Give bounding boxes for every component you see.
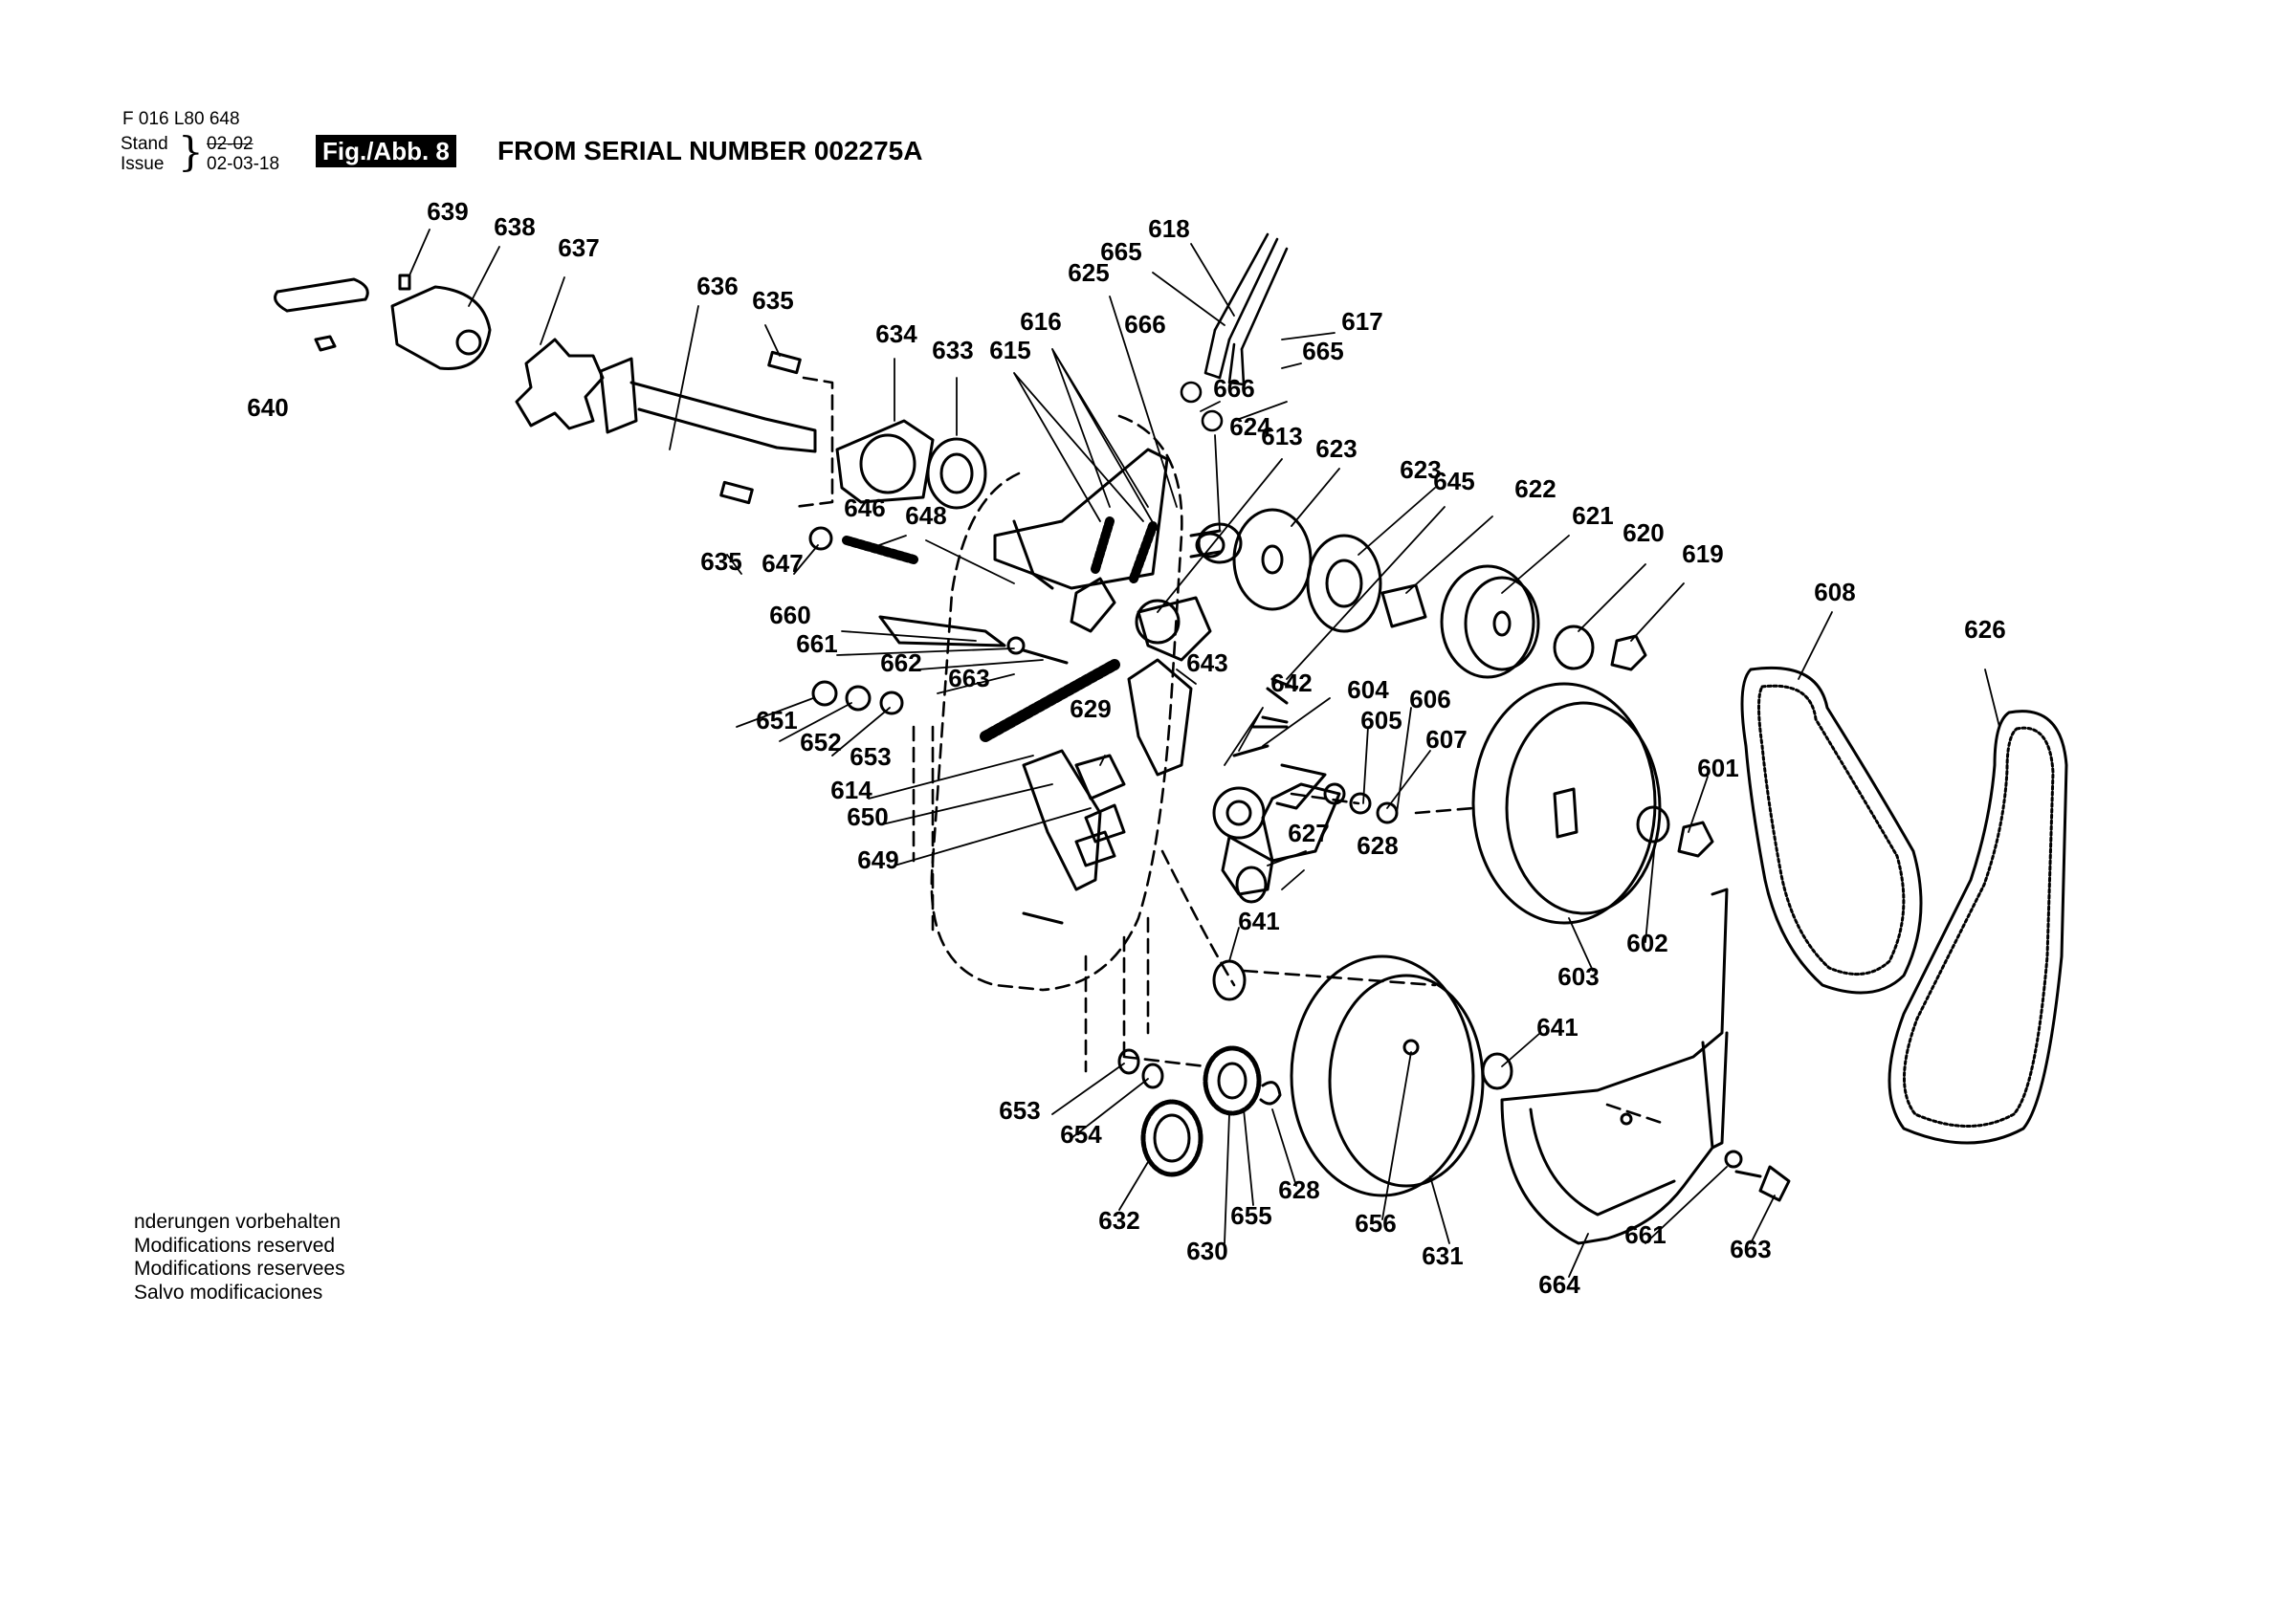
part-label-653: 653: [999, 1096, 1040, 1125]
part-label-666: 666: [1124, 310, 1165, 339]
belt-608: [1740, 666, 1923, 995]
part-label-630: 630: [1186, 1237, 1227, 1265]
footer-note: Modifications reserved: [134, 1234, 336, 1257]
document-number: F 016 L80 648: [122, 109, 240, 129]
spring-set: [842, 516, 1158, 742]
part-label-615: 615: [989, 336, 1030, 364]
idler-pulleys: [1197, 508, 1647, 679]
footer-note: Modifications reservees: [134, 1258, 345, 1280]
part-label-666: 666: [1213, 374, 1254, 403]
part-label-663: 663: [948, 664, 989, 692]
belt-guard-664: [1500, 888, 1729, 1245]
bearing-assembly: [719, 350, 987, 510]
part-label-631: 631: [1422, 1241, 1463, 1270]
drive-pulley-603: [1471, 682, 1714, 925]
gear-set: [1117, 959, 1282, 1177]
superseded-date: 02-02: [207, 134, 254, 154]
part-label-608: 608: [1814, 578, 1855, 606]
part-label-635: 635: [700, 547, 741, 576]
part-label-639: 639: [427, 197, 468, 226]
part-label-665: 665: [1302, 337, 1343, 365]
part-label-607: 607: [1425, 725, 1467, 754]
part-label-627: 627: [1288, 819, 1329, 847]
part-label-664: 664: [1538, 1270, 1580, 1299]
part-label-652: 652: [800, 728, 841, 757]
part-label-617: 617: [1341, 307, 1382, 336]
part-label-636: 636: [696, 272, 738, 300]
part-label-629: 629: [1070, 694, 1111, 723]
part-label-601: 601: [1697, 754, 1738, 782]
part-label-645: 645: [1433, 467, 1474, 495]
part-label-622: 622: [1514, 474, 1556, 503]
part-label-642: 642: [1270, 669, 1312, 697]
part-label-647: 647: [762, 549, 803, 578]
part-label-665: 665: [1100, 237, 1141, 266]
part-label-621: 621: [1572, 501, 1613, 530]
part-label-602: 602: [1626, 929, 1667, 957]
part-label-603: 603: [1557, 962, 1599, 991]
part-label-620: 620: [1623, 518, 1664, 547]
part-label-604: 604: [1347, 675, 1389, 704]
part-label-655: 655: [1230, 1201, 1271, 1230]
part-label-616: 616: [1020, 307, 1061, 336]
lever-assembly: [878, 448, 1341, 904]
part-label-651: 651: [756, 706, 797, 735]
part-label-634: 634: [875, 319, 917, 348]
part-label-633: 633: [932, 336, 973, 364]
part-label-613: 613: [1261, 422, 1302, 450]
part-label-643: 643: [1186, 648, 1227, 677]
belt-626: [1888, 710, 2068, 1145]
leader-lines: [408, 229, 2000, 1278]
figure-badge: Fig./Abb. 8: [316, 135, 456, 167]
part-label-628: 628: [1357, 831, 1398, 860]
part-label-649: 649: [857, 845, 898, 874]
part-label-623: 623: [1400, 455, 1441, 484]
part-label-614: 614: [830, 776, 872, 804]
part-label-624: 624: [1229, 412, 1271, 441]
part-label-632: 632: [1098, 1206, 1139, 1235]
part-label-663: 663: [1730, 1235, 1771, 1263]
brace-icon: }: [178, 128, 204, 175]
part-label-641: 641: [1536, 1013, 1578, 1042]
issue-date: 02-03-18: [207, 154, 280, 174]
part-label-637: 637: [558, 233, 599, 262]
footer-note: Salvo modificaciones: [134, 1281, 323, 1304]
issue-label: Issue: [121, 154, 165, 174]
part-label-646: 646: [844, 493, 885, 522]
part-label-654: 654: [1060, 1120, 1102, 1149]
part-label-660: 660: [769, 601, 810, 629]
part-label-638: 638: [494, 212, 535, 241]
part-label-661: 661: [796, 629, 837, 658]
part-label-606: 606: [1409, 685, 1450, 713]
part-label-650: 650: [847, 802, 888, 831]
footer-notes: nderungen vorbehalten Modifications rese…: [134, 1211, 345, 1305]
part-label-605: 605: [1360, 706, 1402, 735]
part-label-625: 625: [1068, 258, 1109, 287]
part-label-619: 619: [1682, 539, 1723, 568]
part-label-635: 635: [752, 286, 793, 315]
part-label-640: 640: [247, 393, 288, 422]
control-cables: [1180, 232, 1289, 432]
part-label-641: 641: [1238, 907, 1279, 935]
drive-pulley-631: [1290, 954, 1513, 1197]
footer-note: nderungen vorbehalten: [134, 1211, 342, 1233]
part-label-656: 656: [1355, 1209, 1396, 1238]
part-label-628: 628: [1278, 1175, 1319, 1204]
part-label-661: 661: [1624, 1220, 1666, 1249]
part-label-618: 618: [1148, 214, 1189, 243]
stand-label: Stand: [121, 134, 168, 154]
part-label-648: 648: [905, 501, 946, 530]
part-label-653: 653: [850, 742, 891, 771]
part-label-623: 623: [1315, 434, 1357, 463]
shaft-assembly: [274, 274, 817, 453]
part-label-662: 662: [880, 648, 921, 677]
figure-title: FROM SERIAL NUMBER 002275A: [497, 136, 923, 165]
part-label-626: 626: [1964, 615, 2005, 644]
fasteners: [808, 526, 1791, 1202]
